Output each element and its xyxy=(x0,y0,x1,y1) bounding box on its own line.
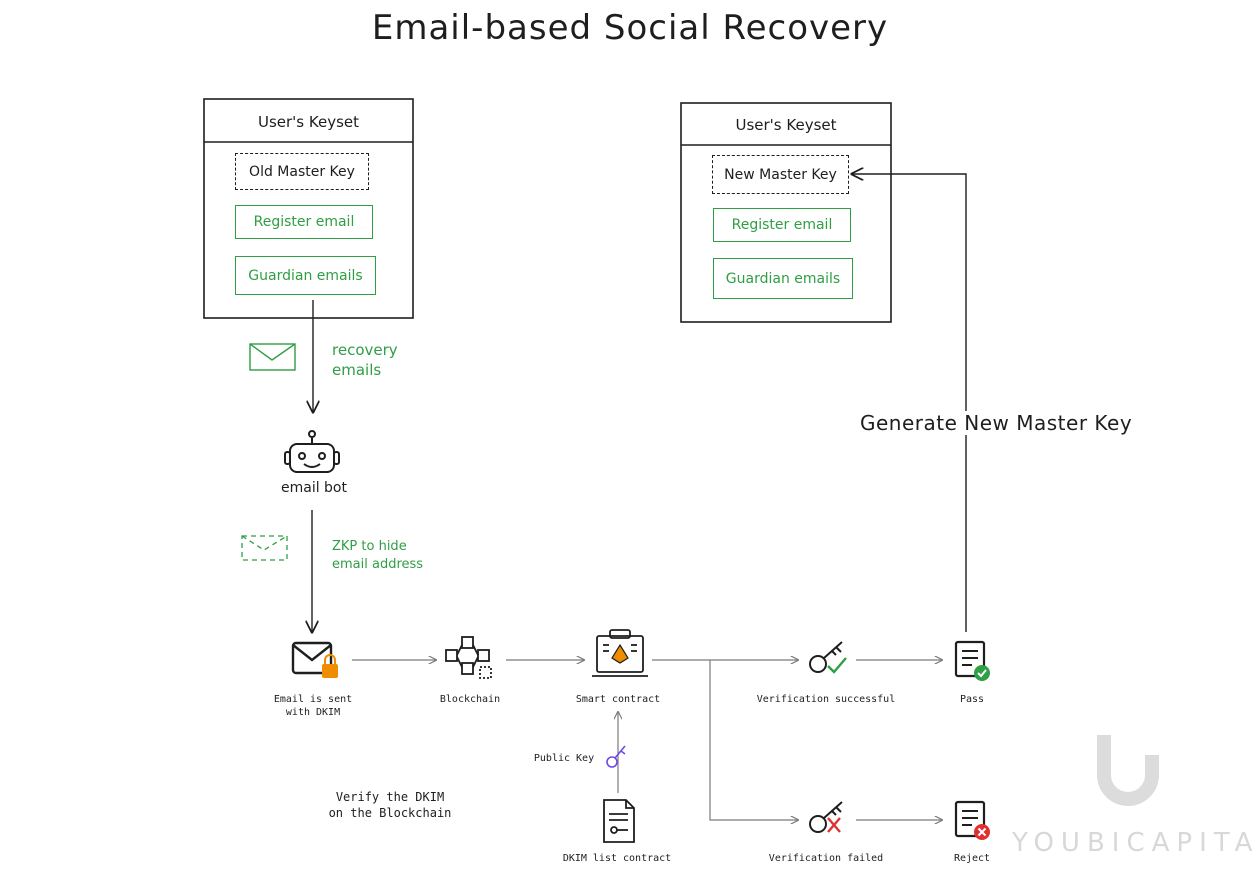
pass-document-icon xyxy=(954,640,990,681)
youbi-logo-icon xyxy=(1097,735,1159,806)
dkim-list-contract-label: DKIM list contract xyxy=(562,853,672,864)
blockchain-icon xyxy=(445,636,492,679)
new-master-key-box: New Master Key xyxy=(712,155,849,194)
watermark-text: YOUBICAPITAL xyxy=(1012,828,1260,858)
smart-contract-icon xyxy=(592,629,648,677)
key-success-icon xyxy=(809,641,847,674)
arrow-pass-to-new-key xyxy=(852,174,967,632)
key-failed-icon xyxy=(809,801,843,833)
left-keyset-card xyxy=(203,98,414,319)
dkim-list-contract-icon xyxy=(603,799,635,843)
reject-label: Reject xyxy=(953,853,991,864)
right-keyset-card xyxy=(680,102,892,323)
smart-contract-label: Smart contract xyxy=(575,694,661,705)
right-keyset-header: User's Keyset xyxy=(735,116,837,134)
right-guardian-emails-box: Guardian emails xyxy=(713,258,853,299)
email-sent-label: Email is sent with DKIM xyxy=(273,694,353,718)
robot-icon xyxy=(284,430,340,473)
pass-label: Pass xyxy=(959,694,985,705)
generate-new-master-key-label: Generate New Master Key xyxy=(858,411,1135,435)
public-key-label: Public Key xyxy=(533,753,595,764)
reject-document-icon xyxy=(954,800,990,840)
diagram-title: Email-based Social Recovery xyxy=(371,8,889,48)
verification-failed-label: Verification failed xyxy=(768,853,884,864)
email-bot-label: email bot xyxy=(280,480,347,496)
right-register-email-box: Register email xyxy=(713,208,851,242)
old-master-key-box: Old Master Key xyxy=(235,153,369,190)
verification-successful-label: Verification successful xyxy=(756,694,896,705)
left-guardian-emails-box: Guardian emails xyxy=(235,256,376,295)
verify-dkim-note: Verify the DKIM on the Blockchain xyxy=(328,790,452,820)
blockchain-label: Blockchain xyxy=(439,694,501,705)
arrow-contract-to-failed xyxy=(709,660,798,820)
zkp-label: ZKP to hide email address xyxy=(332,539,424,572)
left-register-email-box: Register email xyxy=(235,205,373,239)
envelope-icon xyxy=(249,343,296,371)
dashed-envelope-icon xyxy=(241,535,288,561)
recovery-emails-label: recovery emails xyxy=(332,341,398,379)
email-lock-icon xyxy=(291,641,338,678)
public-key-icon xyxy=(606,745,626,768)
left-keyset-header: User's Keyset xyxy=(257,113,359,131)
